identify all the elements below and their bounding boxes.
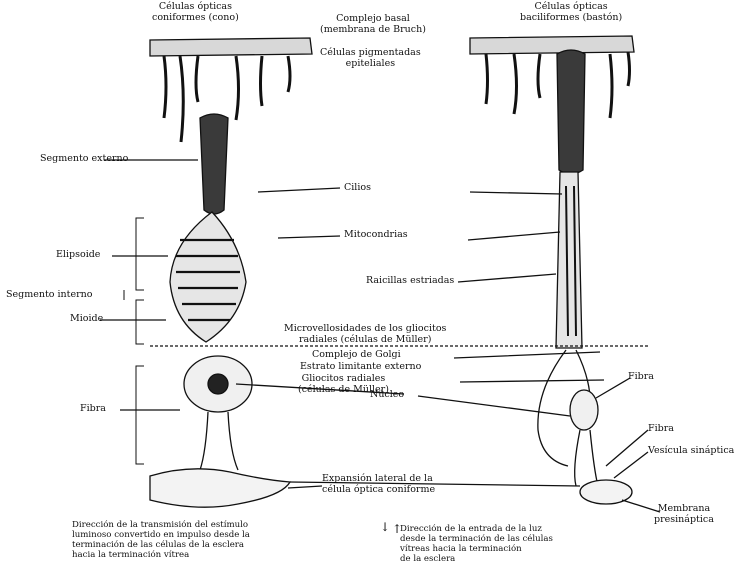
fiber-left-label: Fibra — [80, 404, 106, 415]
nucleus-label: Núcleo — [370, 390, 404, 401]
striated-rootlets-label: Raicillas estriadas — [366, 276, 454, 287]
limiting-stratum-label: Estrato limitante externo — [300, 362, 421, 373]
fiber-right2-label: Fibra — [648, 424, 674, 435]
cilia-label: Cilios — [344, 183, 371, 194]
arrow-down-icon: ↓ — [380, 522, 390, 533]
rod-outer-segment — [557, 50, 585, 174]
pigment-epithelium-right — [470, 36, 634, 54]
synaptic-vesicle-label: Vesícula sináptica — [648, 446, 734, 457]
cone-nucleus — [208, 374, 228, 394]
rod-cell-title: Células ópticas baciliformes (bastón) — [520, 2, 622, 23]
microvilli-label: Microvellosidades de los gliocitos radia… — [284, 324, 446, 345]
golgi-label: Complejo de Golgi — [312, 350, 401, 361]
ellipsoid-label: Elipsoide — [56, 250, 100, 261]
outer-segment-label: Segmento externo — [40, 154, 128, 165]
transmission-direction-note: Dirección de la transmisión del estímulo… — [72, 520, 250, 560]
lateral-expansion-label: Expansión lateral de la célula óptica co… — [322, 474, 435, 495]
arrow-up-icon: ↑ — [392, 524, 402, 535]
cone-outer-segment — [200, 114, 228, 214]
rod-nucleus — [570, 390, 598, 430]
light-entry-direction-note: Dirección de la entrada de la luz desde … — [400, 524, 553, 564]
mitochondria-label: Mitocondrias — [344, 230, 408, 241]
basal-complex-label: Complejo basal (membrana de Bruch) — [320, 14, 426, 35]
fiber-right-label: Fibra — [628, 372, 654, 383]
pigment-epithelium-left — [150, 38, 312, 56]
pigment-epithelium-label: Células pigmentadas epiteliales — [320, 48, 421, 69]
inner-segment-label: Segmento interno — [6, 290, 93, 301]
cone-cell-title: Células ópticas coniformes (cono) — [152, 2, 239, 23]
presynaptic-membrane-label: Membrana presináptica — [654, 504, 714, 525]
myoid-label: Mioide — [70, 314, 103, 325]
